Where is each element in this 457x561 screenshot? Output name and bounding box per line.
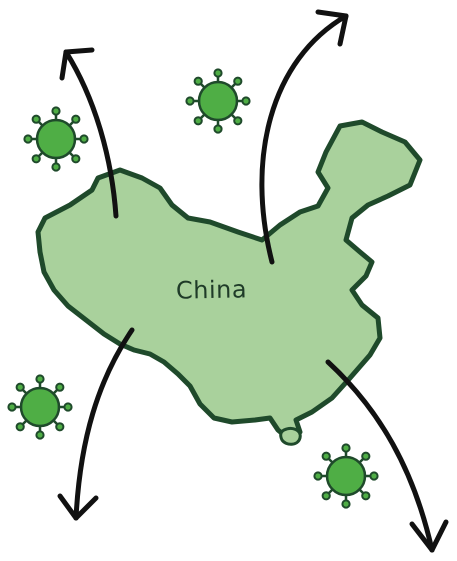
island-shape [279, 426, 302, 446]
arrow-icon-south-west [57, 327, 135, 521]
arrow-icon-south-east [325, 359, 449, 553]
virus-icon-bottom-right [313, 443, 379, 509]
virus-icon-top [185, 68, 251, 134]
country-shape [35, 119, 423, 443]
arrow-icon-north-west [59, 47, 119, 219]
arrow-icon-north-east [259, 9, 349, 265]
country-label: China [175, 275, 248, 305]
virus-icon-bottom-left [7, 374, 73, 440]
virus-icon-left [23, 106, 89, 172]
